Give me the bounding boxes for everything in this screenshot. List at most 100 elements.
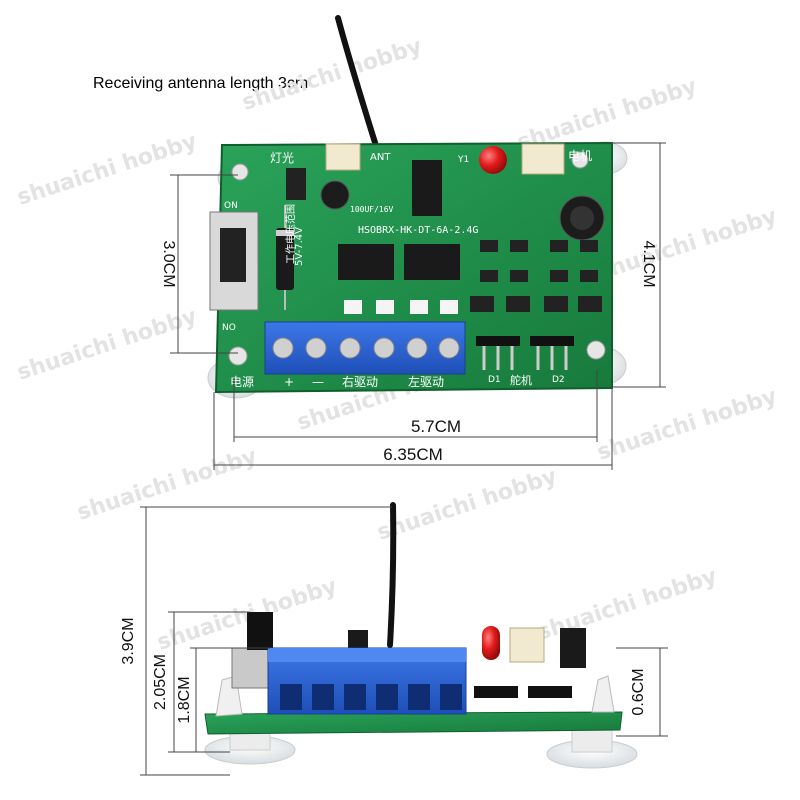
smd-transistor bbox=[480, 270, 498, 282]
mounting-post bbox=[571, 151, 589, 169]
pin-header bbox=[530, 336, 574, 346]
regulator-chip bbox=[286, 168, 306, 200]
watermark-text: shuaichi hobby bbox=[594, 384, 780, 466]
dim-label-terminal-height: 1.8CM bbox=[176, 676, 193, 723]
watermark-text: shuaichi hobby bbox=[14, 304, 200, 386]
silk-voltage: 5V-7.4V bbox=[294, 227, 305, 266]
side-pin-header bbox=[474, 686, 518, 698]
diode-band bbox=[276, 230, 294, 236]
side-switch-knob bbox=[247, 612, 273, 650]
side-switch-housing bbox=[231, 647, 275, 689]
terminal-opening bbox=[280, 684, 302, 710]
light-connector bbox=[325, 143, 361, 171]
silk-model: HSOBRX-HK-DT-6A-2.4G bbox=[358, 225, 478, 236]
dim-terminal-height bbox=[190, 647, 270, 753]
side-pin-header bbox=[528, 686, 572, 698]
smd-transistor bbox=[470, 296, 494, 312]
dim-width-outer bbox=[213, 388, 613, 470]
dim-label-pcb-height: 0.6CM bbox=[630, 668, 647, 715]
top-view: ON NO 灯光 ANT Y1 100UF/16V HSOBRX-HK-DT-6… bbox=[160, 15, 666, 470]
driver-chip-right bbox=[338, 244, 394, 280]
dim-width-inner bbox=[233, 370, 598, 442]
silk-d2: D2 bbox=[552, 375, 565, 385]
dim-height-inner bbox=[170, 174, 238, 354]
dim-label-width-outer: 6.35CM bbox=[383, 445, 443, 464]
slide-switch-knob bbox=[220, 228, 246, 282]
capacitor-small bbox=[320, 180, 350, 210]
dim-height-outer bbox=[610, 142, 666, 388]
smd-transistor bbox=[510, 270, 528, 282]
motor-connector bbox=[521, 143, 565, 175]
terminal-screw bbox=[272, 337, 294, 359]
side-terminal-top bbox=[268, 648, 466, 662]
side-antenna-wire bbox=[387, 502, 397, 648]
switch-label-no: NO bbox=[222, 323, 236, 333]
terminal-screw bbox=[305, 337, 327, 359]
dim-pcb-height bbox=[616, 647, 668, 737]
servo-pin-headers bbox=[476, 336, 574, 370]
dim-total-height bbox=[140, 506, 392, 776]
silk-right-drive: 右驱动 bbox=[342, 374, 378, 389]
smd-transistor bbox=[580, 270, 598, 282]
pin-header bbox=[476, 336, 520, 346]
ic-chip bbox=[412, 160, 442, 216]
smd-transistor bbox=[480, 240, 498, 252]
terminal-screw bbox=[438, 337, 460, 359]
watermark-text: shuaichi hobby bbox=[374, 464, 560, 546]
dim-label-height-outer: 4.1CM bbox=[640, 240, 657, 287]
smd-transistor bbox=[550, 240, 568, 252]
silk-servo: 舵机 bbox=[510, 373, 532, 387]
terminal-opening bbox=[312, 684, 334, 710]
silk-cap-rating: 100UF/16V bbox=[350, 205, 394, 214]
smd-pad bbox=[376, 300, 394, 314]
terminal-opening bbox=[440, 684, 462, 710]
silk-power: 电源 bbox=[230, 375, 254, 389]
side-capacitor-small bbox=[348, 630, 368, 652]
switch-label-on: ON bbox=[224, 201, 238, 211]
terminal-opening bbox=[376, 684, 398, 710]
side-terminal-openings bbox=[280, 684, 462, 710]
dim-label-height-inner: 3.0CM bbox=[160, 240, 177, 287]
silk-minus: — bbox=[312, 375, 324, 389]
side-pcb-board bbox=[204, 711, 623, 735]
watermark-text: shuaichi hobby bbox=[594, 204, 780, 286]
mounting-post bbox=[231, 163, 249, 181]
terminal-opening bbox=[408, 684, 430, 710]
smd-transistor bbox=[544, 296, 568, 312]
dim-label-width-inner: 5.7CM bbox=[411, 417, 461, 436]
side-post bbox=[591, 675, 615, 713]
dim-label-total-height: 3.9CM bbox=[120, 617, 137, 664]
side-motor-connector bbox=[509, 627, 545, 663]
silk-voltage-range: 工作电压范围 bbox=[284, 204, 297, 264]
terminal-screw bbox=[339, 337, 361, 359]
terminal-screws bbox=[272, 337, 460, 359]
smd-pad bbox=[344, 300, 362, 314]
red-led bbox=[479, 146, 507, 174]
side-capacitor-large bbox=[560, 628, 586, 668]
screw-terminal-block bbox=[264, 321, 466, 375]
watermark-text: shuaichi hobby bbox=[239, 34, 425, 116]
terminal-screw bbox=[373, 337, 395, 359]
diode bbox=[276, 228, 294, 290]
capacitor-top bbox=[570, 206, 594, 230]
smd-transistor bbox=[550, 270, 568, 282]
side-view: 3.9CM 2.05CM 1.8CM 0.6CM bbox=[120, 502, 668, 776]
terminal-screw bbox=[406, 337, 428, 359]
silk-ant: ANT bbox=[370, 152, 391, 163]
silk-light: 灯光 bbox=[270, 151, 294, 165]
smd-transistor bbox=[506, 296, 530, 312]
smd-transistor bbox=[580, 240, 598, 252]
smd-transistor bbox=[510, 240, 528, 252]
smd-pad bbox=[410, 300, 428, 314]
driver-chip-left bbox=[404, 244, 460, 280]
silk-d1: D1 bbox=[488, 375, 501, 385]
watermark-text: shuaichi hobby bbox=[14, 129, 200, 211]
terminal-opening bbox=[344, 684, 366, 710]
silk-y1: Y1 bbox=[457, 155, 469, 165]
smd-transistor bbox=[578, 296, 602, 312]
antenna-wire bbox=[335, 15, 385, 168]
side-red-led bbox=[482, 626, 500, 660]
dim-label-switch-height: 2.05CM bbox=[152, 654, 169, 710]
antenna-caption: Receiving antenna length 3cm bbox=[93, 75, 309, 92]
